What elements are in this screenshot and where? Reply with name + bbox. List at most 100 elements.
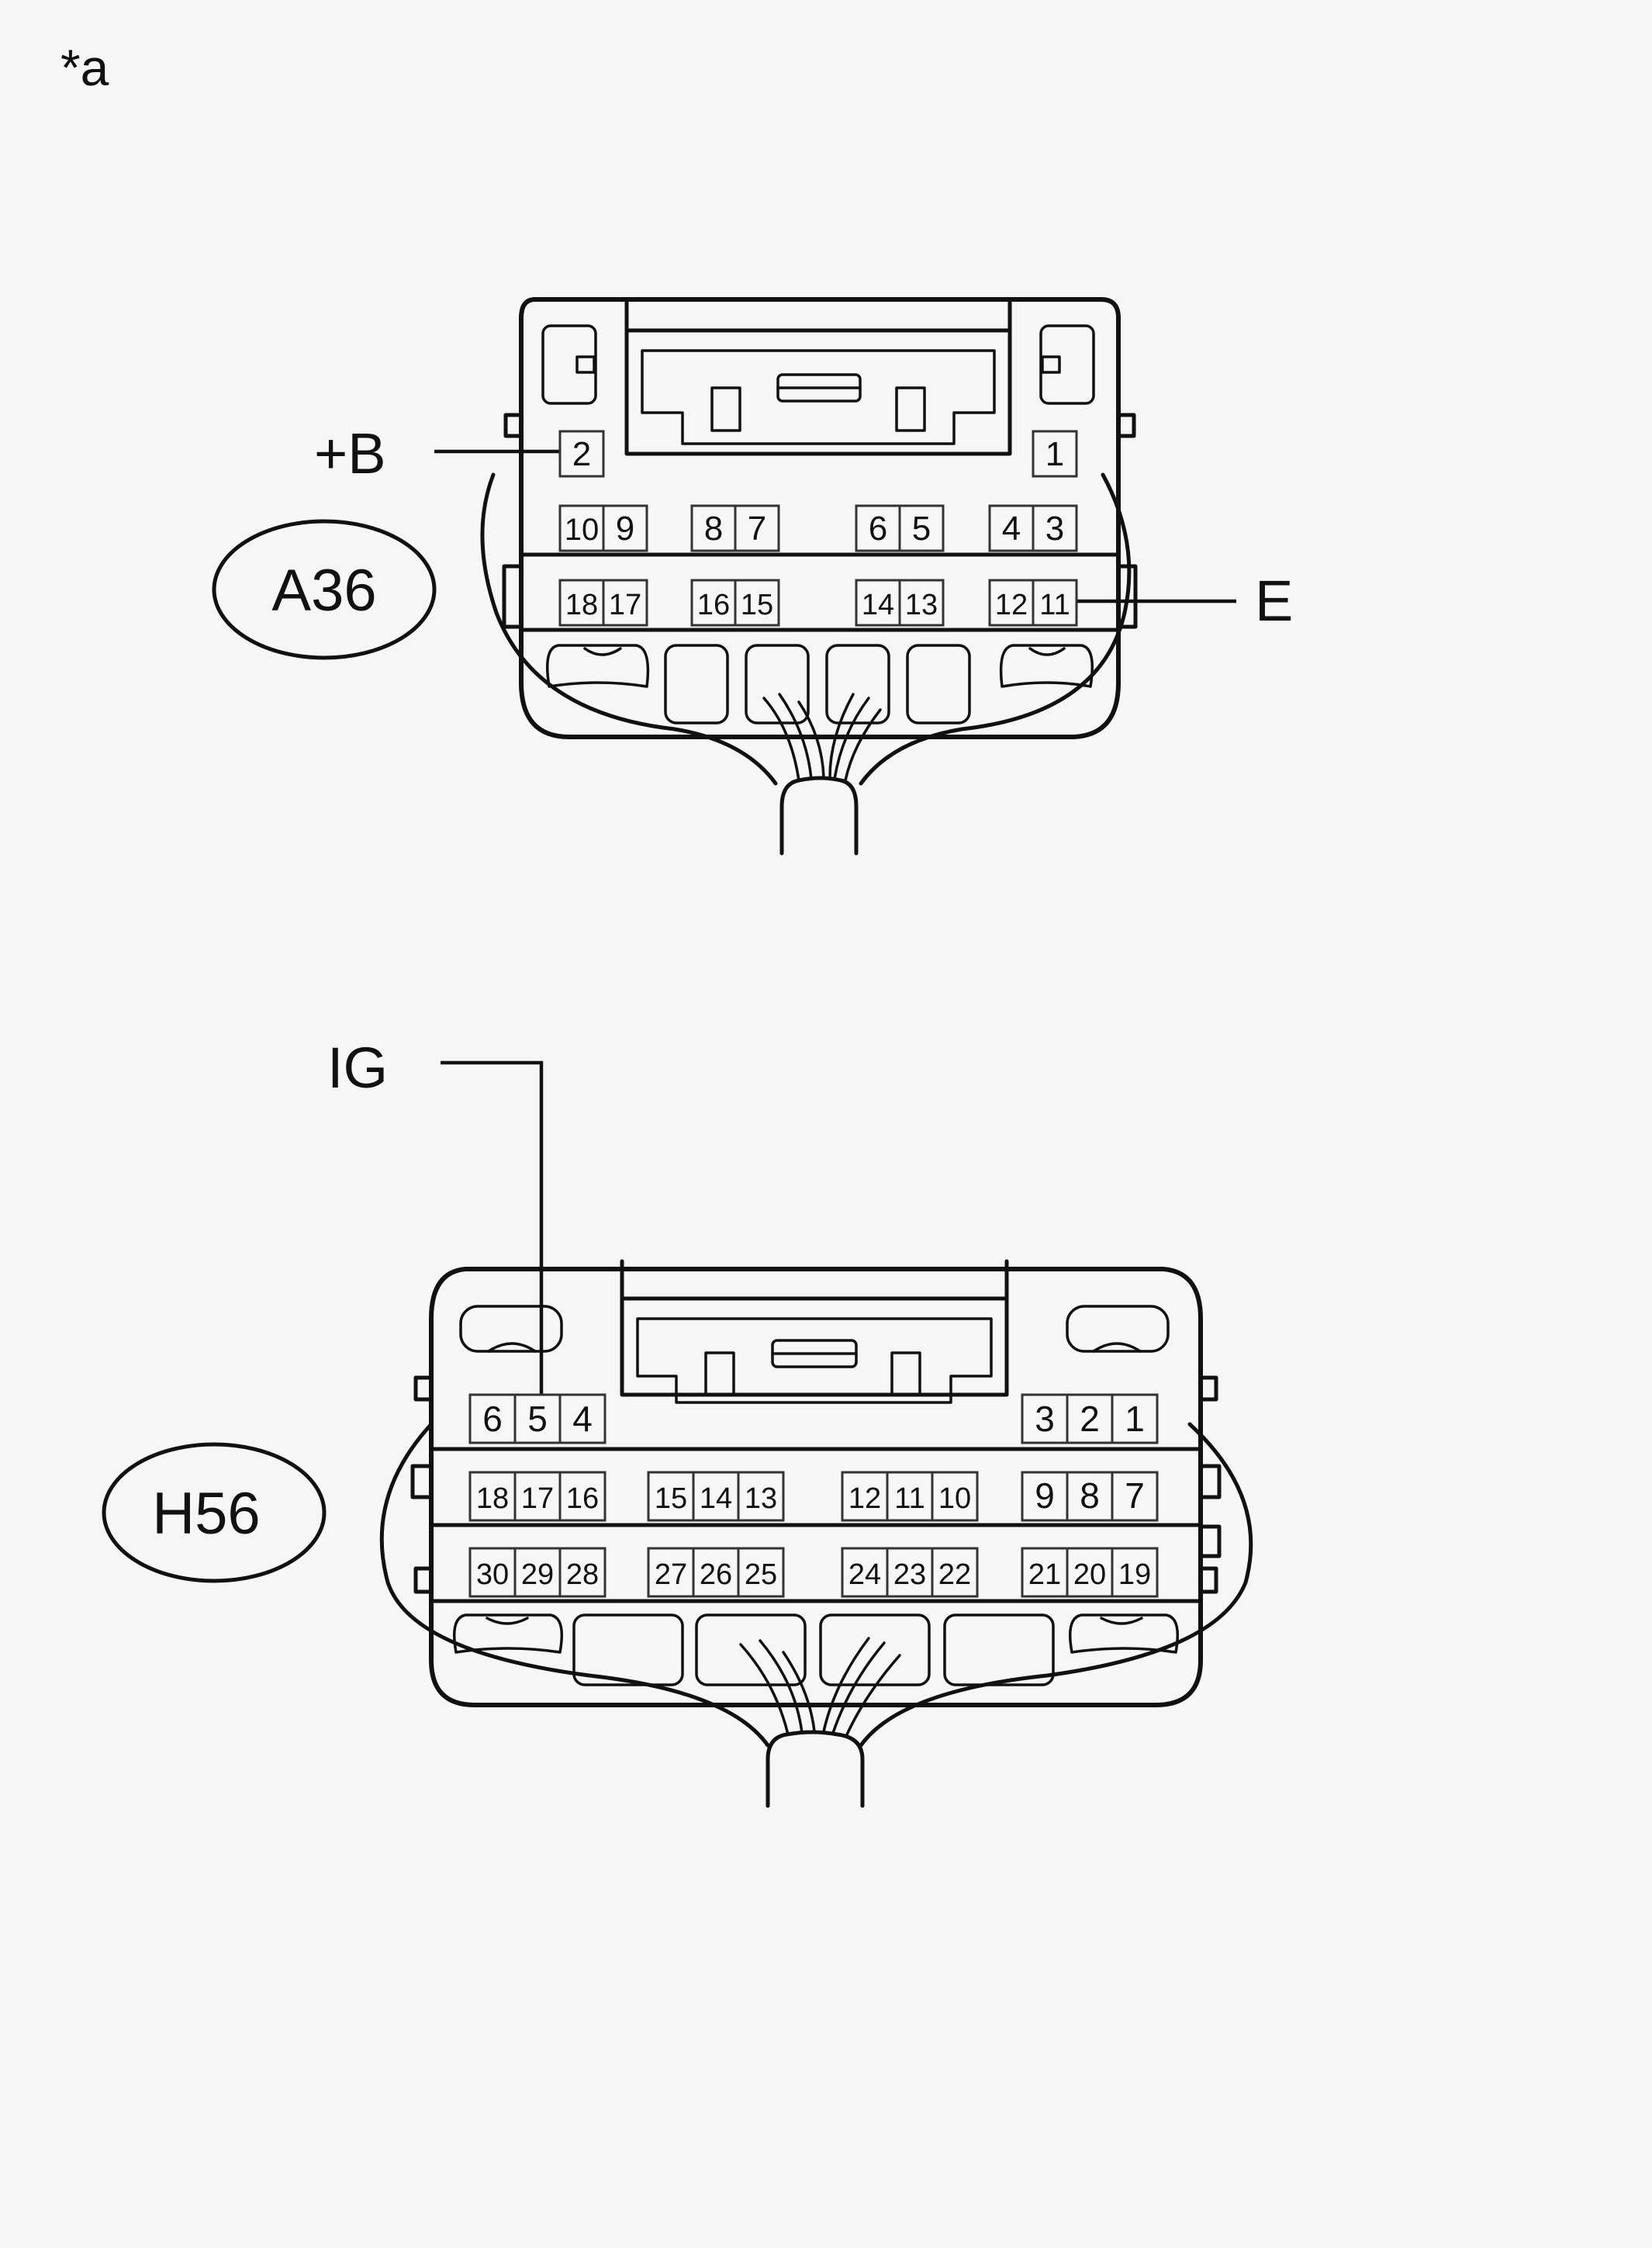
pin-cell: 10 bbox=[931, 1471, 979, 1522]
pin-cell: 3 bbox=[1021, 1393, 1069, 1444]
pin-cell: 13 bbox=[737, 1471, 785, 1522]
pin-cell: 3 bbox=[1032, 504, 1078, 552]
pin-label: 3 bbox=[1035, 1399, 1055, 1439]
pin-label: 11 bbox=[894, 1482, 924, 1515]
pin-label: 1 bbox=[1125, 1399, 1145, 1439]
pin-cell: 4 bbox=[988, 504, 1035, 552]
a36-pin-row-2: 18 17 16 15 14 13 12 11 bbox=[558, 579, 1078, 627]
pin-label: 19 bbox=[1118, 1558, 1151, 1591]
pin-cell: 26 bbox=[692, 1547, 740, 1598]
pin-cell: 15 bbox=[734, 579, 780, 627]
pin-cell: 27 bbox=[647, 1547, 695, 1598]
pin-cell: 9 bbox=[1021, 1471, 1069, 1522]
pin-cell: 1 bbox=[1032, 430, 1078, 478]
a36-housing bbox=[519, 297, 1121, 739]
h56-pin-row-1: 18 17 16 15 14 13 12 11 10 9 8 7 bbox=[468, 1471, 1159, 1522]
pin-cell: 7 bbox=[734, 504, 780, 552]
pin-cell: 18 bbox=[468, 1471, 517, 1522]
pin-label: 7 bbox=[748, 510, 766, 548]
pin-cell: 6 bbox=[468, 1393, 517, 1444]
pin-cell: 2 bbox=[1066, 1393, 1114, 1444]
pin-label: 4 bbox=[1002, 510, 1021, 548]
pin-label: 21 bbox=[1028, 1558, 1061, 1591]
a36-pin-row-0: 2 1 bbox=[558, 430, 1078, 478]
pin-label: 25 bbox=[745, 1558, 777, 1591]
h56-badge-outline bbox=[102, 1442, 327, 1583]
connector-badge-a36: A36 bbox=[271, 558, 376, 624]
pin-label: 4 bbox=[572, 1399, 593, 1439]
pin-label: 16 bbox=[697, 589, 730, 621]
pin-label: 6 bbox=[869, 510, 887, 548]
pin-cell: 29 bbox=[513, 1547, 562, 1598]
pin-cell: 25 bbox=[737, 1547, 785, 1598]
pin-cell: 11 bbox=[886, 1471, 934, 1522]
pin-label: 23 bbox=[893, 1558, 926, 1591]
pin-cell: 13 bbox=[898, 579, 945, 627]
pin-cell: 18 bbox=[558, 579, 605, 627]
pin-cell: 5 bbox=[898, 504, 945, 552]
pin-label: 5 bbox=[527, 1399, 548, 1439]
pin-cell: 15 bbox=[647, 1471, 695, 1522]
callout-label-ig: IG bbox=[327, 1036, 388, 1100]
pin-label: 17 bbox=[521, 1482, 554, 1515]
a36-pin-row-1: 10 9 8 7 6 5 4 3 bbox=[558, 504, 1078, 552]
pin-label: 1 bbox=[1045, 435, 1064, 473]
pin-label: 18 bbox=[565, 589, 598, 621]
pin-cell: 10 bbox=[558, 504, 605, 552]
pin-cell: 17 bbox=[513, 1471, 562, 1522]
pin-cell: 19 bbox=[1111, 1547, 1159, 1598]
pin-cell: 8 bbox=[690, 504, 737, 552]
pin-cell: 16 bbox=[558, 1471, 607, 1522]
pin-label: 16 bbox=[566, 1482, 599, 1515]
pin-label: 13 bbox=[745, 1482, 777, 1515]
pin-label: 30 bbox=[476, 1558, 509, 1591]
h56-pin-row-2: 30 29 28 27 26 25 24 23 22 21 20 19 bbox=[468, 1547, 1159, 1598]
pin-label: 2 bbox=[572, 435, 591, 473]
callout-label-e: E bbox=[1255, 569, 1293, 633]
pin-cell: 20 bbox=[1066, 1547, 1114, 1598]
pin-label: 20 bbox=[1073, 1558, 1106, 1591]
pin-cell: 4 bbox=[558, 1393, 607, 1444]
pin-cell: 28 bbox=[558, 1547, 607, 1598]
pin-cell: 30 bbox=[468, 1547, 517, 1598]
pin-label: 13 bbox=[905, 589, 938, 621]
pin-label: 15 bbox=[655, 1482, 687, 1515]
pin-cell: 12 bbox=[841, 1471, 889, 1522]
pin-label: 26 bbox=[700, 1558, 732, 1591]
pin-label: 10 bbox=[938, 1482, 971, 1515]
pin-cell: 14 bbox=[692, 1471, 740, 1522]
pin-label: 12 bbox=[995, 589, 1028, 621]
pin-label: 10 bbox=[565, 513, 600, 547]
pin-cell: 22 bbox=[931, 1547, 979, 1598]
pin-label: 14 bbox=[700, 1482, 732, 1515]
pin-label: 15 bbox=[741, 589, 773, 621]
pin-cell: 16 bbox=[690, 579, 737, 627]
pin-label: 7 bbox=[1125, 1475, 1145, 1516]
pin-label: 28 bbox=[566, 1558, 599, 1591]
a36-badge-outline bbox=[212, 519, 437, 660]
pin-cell: 21 bbox=[1021, 1547, 1069, 1598]
pin-label: 29 bbox=[521, 1558, 554, 1591]
pin-cell: 12 bbox=[988, 579, 1035, 627]
pin-cell: 6 bbox=[855, 504, 901, 552]
pin-cell: 1 bbox=[1111, 1393, 1159, 1444]
pin-cell: 5 bbox=[513, 1393, 562, 1444]
pin-cell: 7 bbox=[1111, 1471, 1159, 1522]
pin-label: 9 bbox=[616, 510, 634, 548]
pin-label: 5 bbox=[912, 510, 931, 548]
pin-cell: 9 bbox=[602, 504, 648, 552]
pin-cell: 24 bbox=[841, 1547, 889, 1598]
pin-label: 11 bbox=[1039, 589, 1070, 621]
pin-label: 9 bbox=[1035, 1475, 1055, 1516]
pin-cell: 11 bbox=[1032, 579, 1078, 627]
pin-cell: 17 bbox=[602, 579, 648, 627]
pin-label: 18 bbox=[476, 1482, 509, 1515]
pin-label: 14 bbox=[862, 589, 894, 621]
pin-label: 12 bbox=[848, 1482, 881, 1515]
pin-label: 27 bbox=[655, 1558, 687, 1591]
pin-cell: 8 bbox=[1066, 1471, 1114, 1522]
callout-label-b-plus: +B bbox=[314, 421, 386, 486]
pin-label: 2 bbox=[1080, 1399, 1100, 1439]
pin-cell: 23 bbox=[886, 1547, 934, 1598]
